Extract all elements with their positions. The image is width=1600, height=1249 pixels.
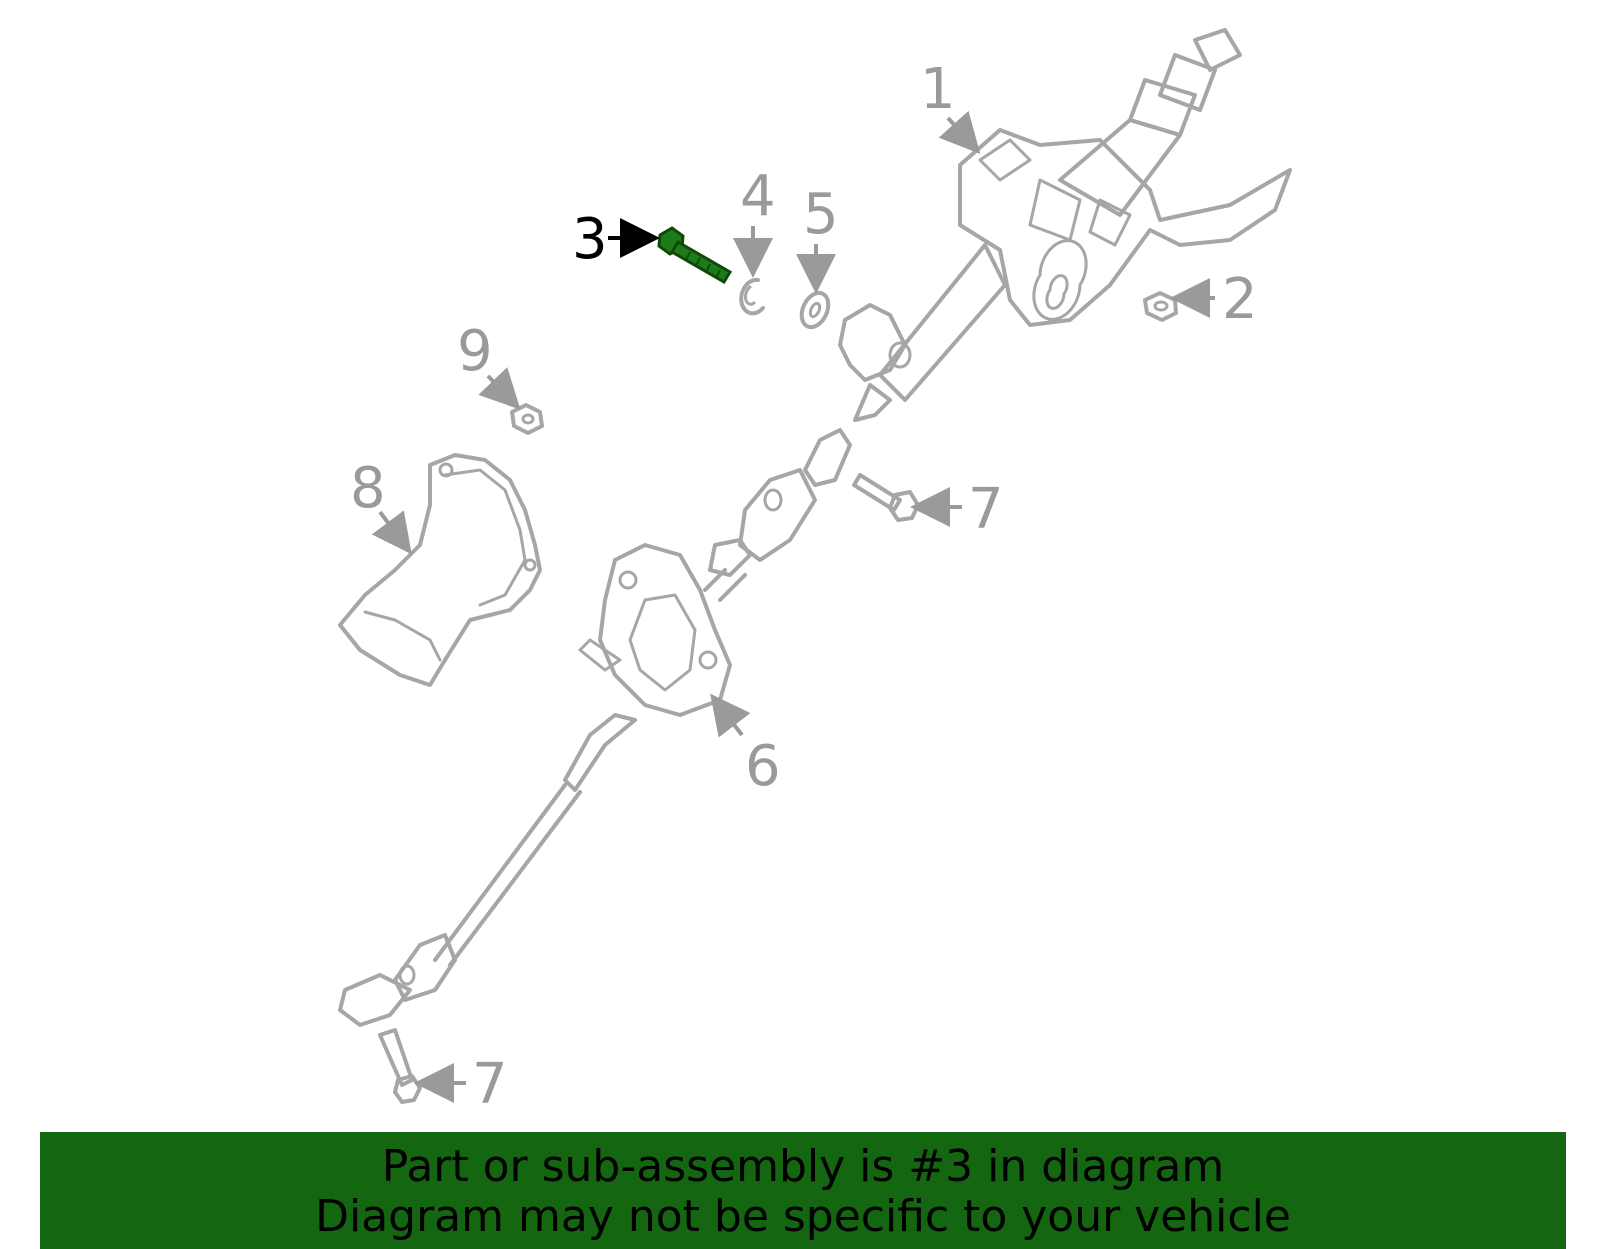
part-7-bolt-upper — [852, 473, 920, 522]
callout-7-upper: 7 — [910, 477, 1004, 542]
part-7-bolt-lower — [378, 1028, 422, 1104]
callout-7-lower: 7 — [414, 1052, 508, 1117]
callout-3: 3 — [572, 207, 660, 272]
callout-9-label: 9 — [457, 319, 493, 384]
callout-7-upper-label: 7 — [968, 477, 1004, 542]
part-6-intermediate-shaft — [338, 428, 852, 1027]
banner-line-disclaimer: Diagram may not be specific to your vehi… — [315, 1191, 1291, 1242]
callout-8-label: 8 — [350, 456, 386, 521]
banner-line-part: Part or sub-assembly is #3 in diagram — [381, 1141, 1225, 1192]
callout-2: 2 — [1170, 267, 1258, 332]
callout-6-label: 6 — [745, 734, 781, 799]
part-8-column-cover — [338, 453, 542, 687]
callout-6: 6 — [710, 693, 781, 799]
callout-5-label: 5 — [803, 182, 839, 247]
callout-4: 4 — [733, 164, 776, 278]
part-1-steering-column — [838, 28, 1292, 422]
callout-8: 8 — [350, 456, 412, 555]
part-5-washer — [799, 290, 831, 330]
callout-2-label: 2 — [1222, 267, 1258, 332]
part-4-clip — [739, 277, 765, 316]
part-2-nut — [1143, 291, 1178, 322]
callout-4-label: 4 — [740, 164, 776, 229]
callout-7-lower-label: 7 — [472, 1052, 508, 1117]
info-banner: Part or sub-assembly is #3 in diagram Di… — [40, 1132, 1566, 1249]
parts-diagram: 1 2 3 4 5 6 7 7 8 9 — [338, 28, 1292, 1117]
callout-1: 1 — [920, 57, 981, 154]
callout-9: 9 — [457, 319, 521, 410]
callout-3-label: 3 — [572, 207, 608, 272]
callout-5: 5 — [796, 182, 839, 294]
part-9-nut — [510, 403, 544, 435]
callout-1-label: 1 — [920, 57, 956, 122]
part-3-bolt — [657, 226, 733, 285]
